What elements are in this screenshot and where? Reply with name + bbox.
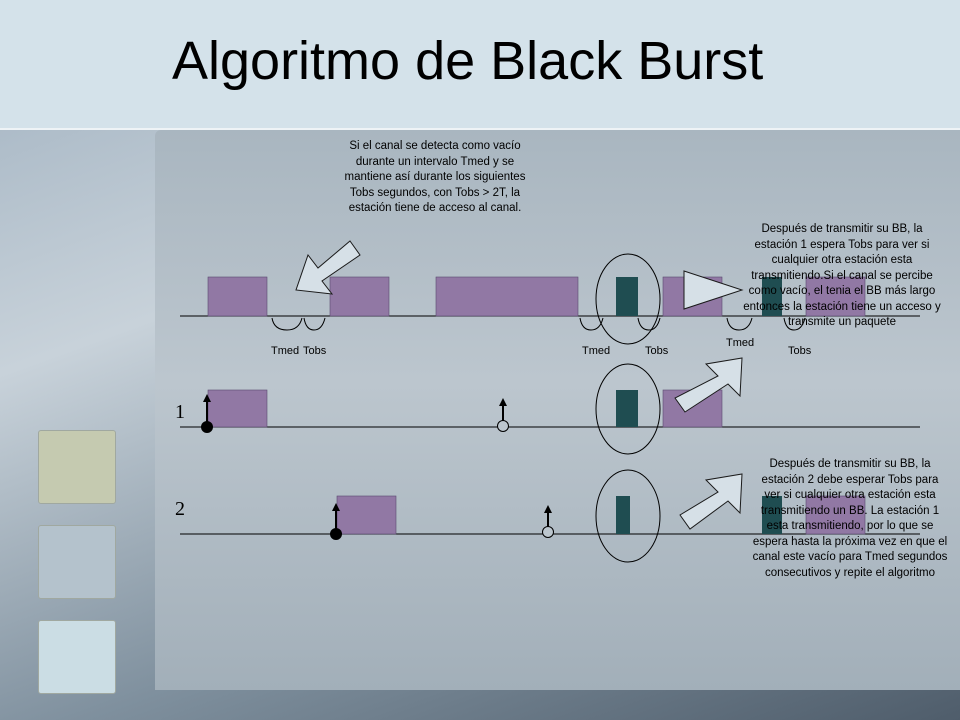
tobs-brace	[303, 317, 326, 331]
station1-packet	[207, 389, 268, 428]
channel-black-burst	[616, 277, 638, 316]
tmed-brace	[726, 317, 753, 331]
station1-label: 1	[175, 401, 185, 423]
channel-black-burst	[762, 277, 782, 316]
station1-black-burst	[616, 390, 638, 427]
channel-packet	[805, 276, 866, 317]
channel-packet	[435, 276, 579, 317]
station2-black-burst	[616, 496, 630, 534]
filled-dot	[201, 421, 213, 433]
tobs-brace	[637, 317, 661, 331]
slide-title: Algoritmo de Black Burst	[172, 31, 764, 91]
station2-black-burst	[762, 496, 782, 534]
title-divider	[0, 128, 960, 130]
open-dot	[497, 420, 509, 432]
highlight-ellipse	[595, 469, 661, 563]
station2-packet	[336, 495, 397, 535]
decor-square-blue	[38, 525, 116, 599]
arrow-head	[203, 394, 211, 402]
note-station2-after-bb: Después de transmitir su BB, la estación…	[752, 458, 948, 579]
tobs-label: Tobs	[303, 345, 327, 357]
decor-square-light	[38, 620, 116, 694]
channel-packet	[329, 276, 390, 317]
note-station1-after-bb: Después de transmitir su BB, la estación…	[743, 223, 941, 328]
title-bar	[0, 0, 960, 128]
block-arrow	[674, 357, 743, 413]
tmed-label: Tmed	[582, 345, 610, 357]
arrow-head	[544, 505, 552, 513]
tobs-label: Tobs	[788, 345, 812, 357]
arrow-head	[332, 503, 340, 511]
decor-square-olive	[38, 430, 116, 504]
station2-packet	[805, 495, 866, 535]
tmed-brace	[579, 317, 604, 331]
channel-packet	[207, 276, 268, 317]
content-panel	[155, 130, 960, 690]
tmed-label: Tmed	[726, 337, 754, 349]
note-channel-empty: Si el canal se detecta como vacío durant…	[344, 140, 526, 214]
highlight-ellipse	[595, 363, 661, 455]
open-dot	[542, 526, 554, 538]
tmed-label: Tmed	[271, 345, 299, 357]
tobs-label: Tobs	[645, 345, 669, 357]
station2-label: 2	[175, 498, 185, 520]
block-arrow	[679, 473, 743, 530]
highlight-ellipse	[595, 253, 661, 345]
arrow-head	[499, 398, 507, 406]
tobs-brace	[783, 317, 806, 331]
block-arrow	[295, 240, 361, 295]
filled-dot	[330, 528, 342, 540]
block-arrow	[683, 270, 744, 310]
tmed-brace	[271, 317, 303, 331]
